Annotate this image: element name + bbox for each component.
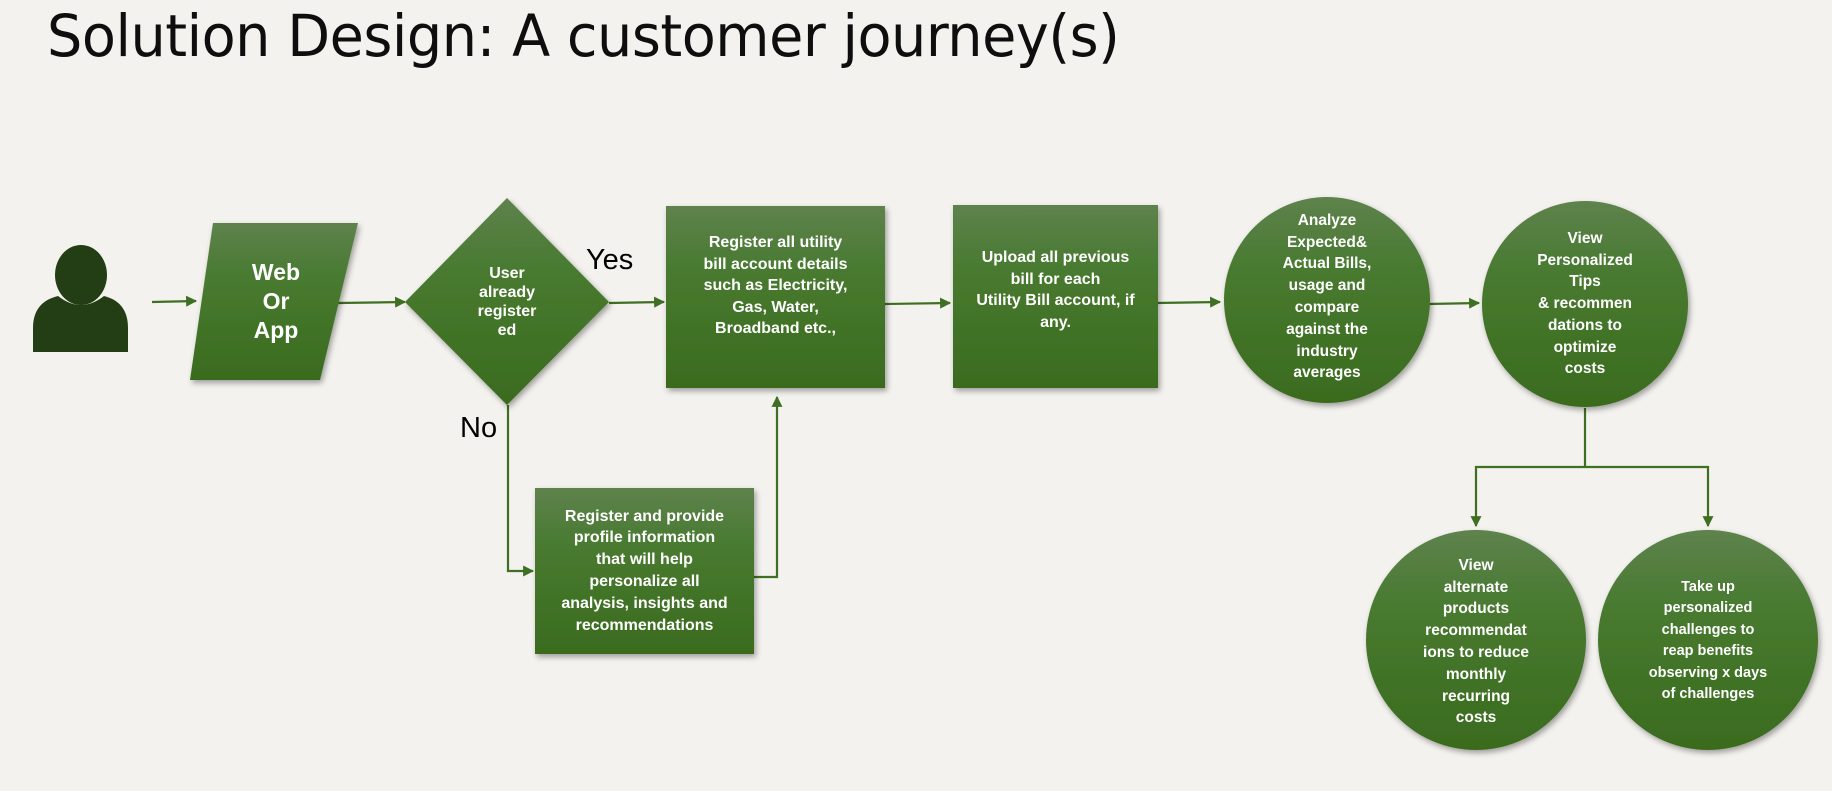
page-title: Solution Design: A customer journey(s) (47, 2, 1120, 70)
decision-diamond (405, 198, 609, 405)
upload-bills-label: Upload all previous bill for each Utilit… (976, 249, 1135, 331)
challenges-label: Take up personalized challenges to reap … (1648, 578, 1768, 703)
analyze-label: Analyze Expected& Actual Bills, usage an… (1282, 211, 1372, 382)
channel-label: Web Or App (251, 259, 301, 343)
view-tips-label: View Personalized Tips & recommen dation… (1537, 229, 1633, 378)
arrow-yes-to-register-accounts (608, 296, 666, 308)
analyze-circle (1224, 197, 1430, 403)
arrow-analyze-to-tips (1427, 297, 1481, 309)
alternate-products-label: View alternate products recommendat ions… (1423, 556, 1529, 727)
upload-bills-box (953, 205, 1158, 388)
register-profile-label: Register and provide profile information… (561, 507, 728, 634)
arrow-tips-to-challenges (1585, 465, 1714, 528)
decision-label: User already register ed (477, 265, 537, 339)
yes-edge-label: Yes (586, 244, 634, 276)
register-accounts-box (666, 206, 885, 388)
person-silhouette-icon (33, 245, 128, 352)
arrow-no-to-register-profile (506, 405, 535, 577)
channel-parallelogram (190, 223, 358, 380)
arrow-channel-to-decision (337, 296, 407, 308)
arrow-profile-to-register-accounts (753, 395, 783, 579)
arrow-tips-to-alternate-products (1470, 465, 1585, 528)
no-edge-label: No (460, 412, 498, 444)
arrow-register-to-upload (884, 297, 952, 309)
view-tips-circle (1482, 201, 1688, 407)
arrow-upload-to-analyze (1155, 296, 1222, 308)
challenges-circle (1598, 530, 1818, 750)
arrow-user-to-channel (151, 295, 198, 307)
register-profile-box (535, 488, 754, 654)
register-accounts-label: Register all utility bill account detail… (703, 234, 848, 338)
alternate-products-circle (1366, 530, 1586, 750)
